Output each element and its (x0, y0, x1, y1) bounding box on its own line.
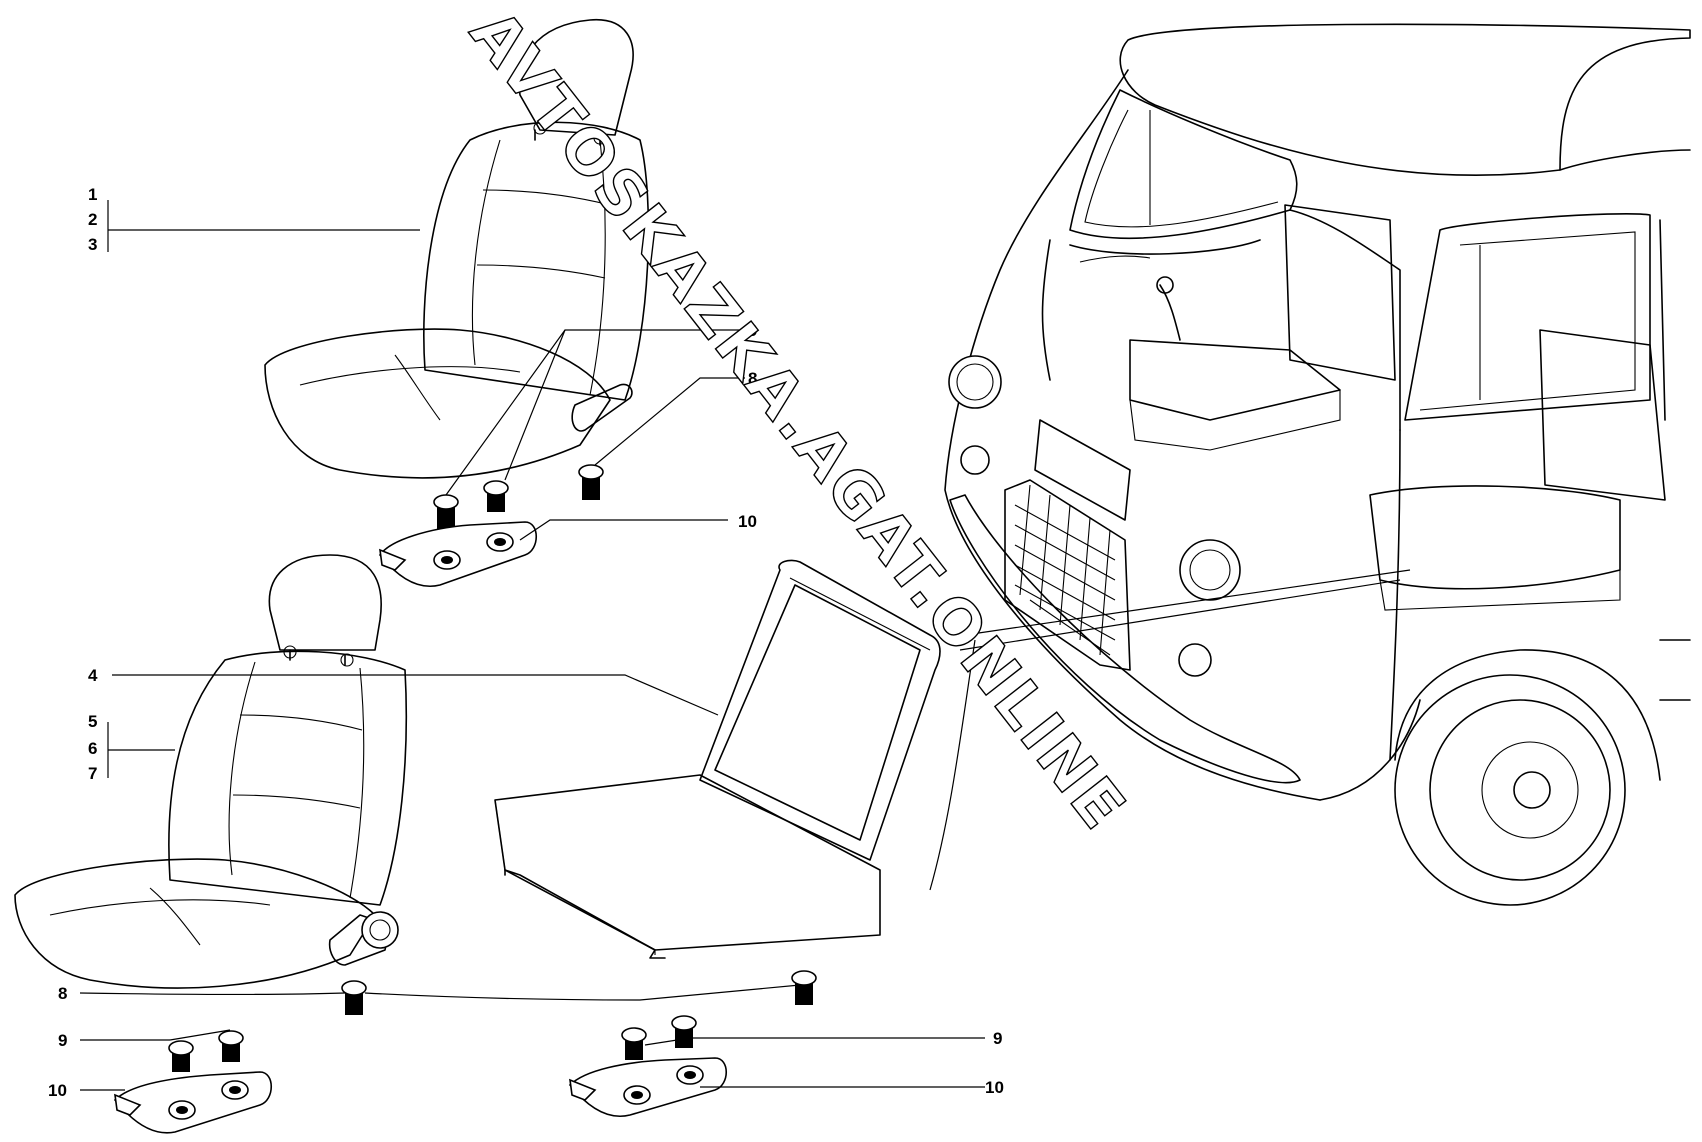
callout-3: 3 (88, 235, 97, 254)
vehicle-illustration (944, 23, 1691, 906)
bolt-set-top (433, 464, 604, 530)
callout-8-top: 8 (748, 369, 757, 388)
callout-10-right: 10 (985, 1078, 1004, 1097)
mounting-plate-top (379, 521, 538, 587)
callout-2: 2 (88, 210, 97, 229)
callout-10-top: 10 (738, 512, 757, 531)
bolt-set-bottom-left (168, 980, 367, 1072)
mounting-plate-bottom-right (568, 1057, 728, 1117)
callout-7: 7 (88, 764, 97, 783)
leader-lines (79, 200, 1411, 1091)
callout-9-right: 9 (993, 1029, 1002, 1048)
seat-middle-bench (494, 559, 941, 1117)
callout-1: 1 (88, 185, 97, 204)
callout-5: 5 (88, 712, 97, 731)
seat-upper-left (264, 19, 650, 587)
callout-8-bottom: 8 (58, 984, 67, 1003)
bolt-set-bottom-right (621, 970, 817, 1060)
mounting-plate-bottom-left (113, 1071, 273, 1134)
callout-9-left: 9 (58, 1031, 67, 1050)
callout-10-left: 10 (48, 1081, 67, 1100)
seat-lower-left (14, 554, 408, 1134)
callout-9-top: 9 (748, 321, 757, 340)
callout-6: 6 (88, 739, 97, 758)
callout-labels: 1 2 3 9 8 10 4 5 6 7 8 9 10 9 10 (48, 185, 1004, 1100)
callout-4: 4 (88, 666, 98, 685)
watermark-text: AVTOSKAZKA.AGAT.ONLINE (456, 0, 1141, 844)
